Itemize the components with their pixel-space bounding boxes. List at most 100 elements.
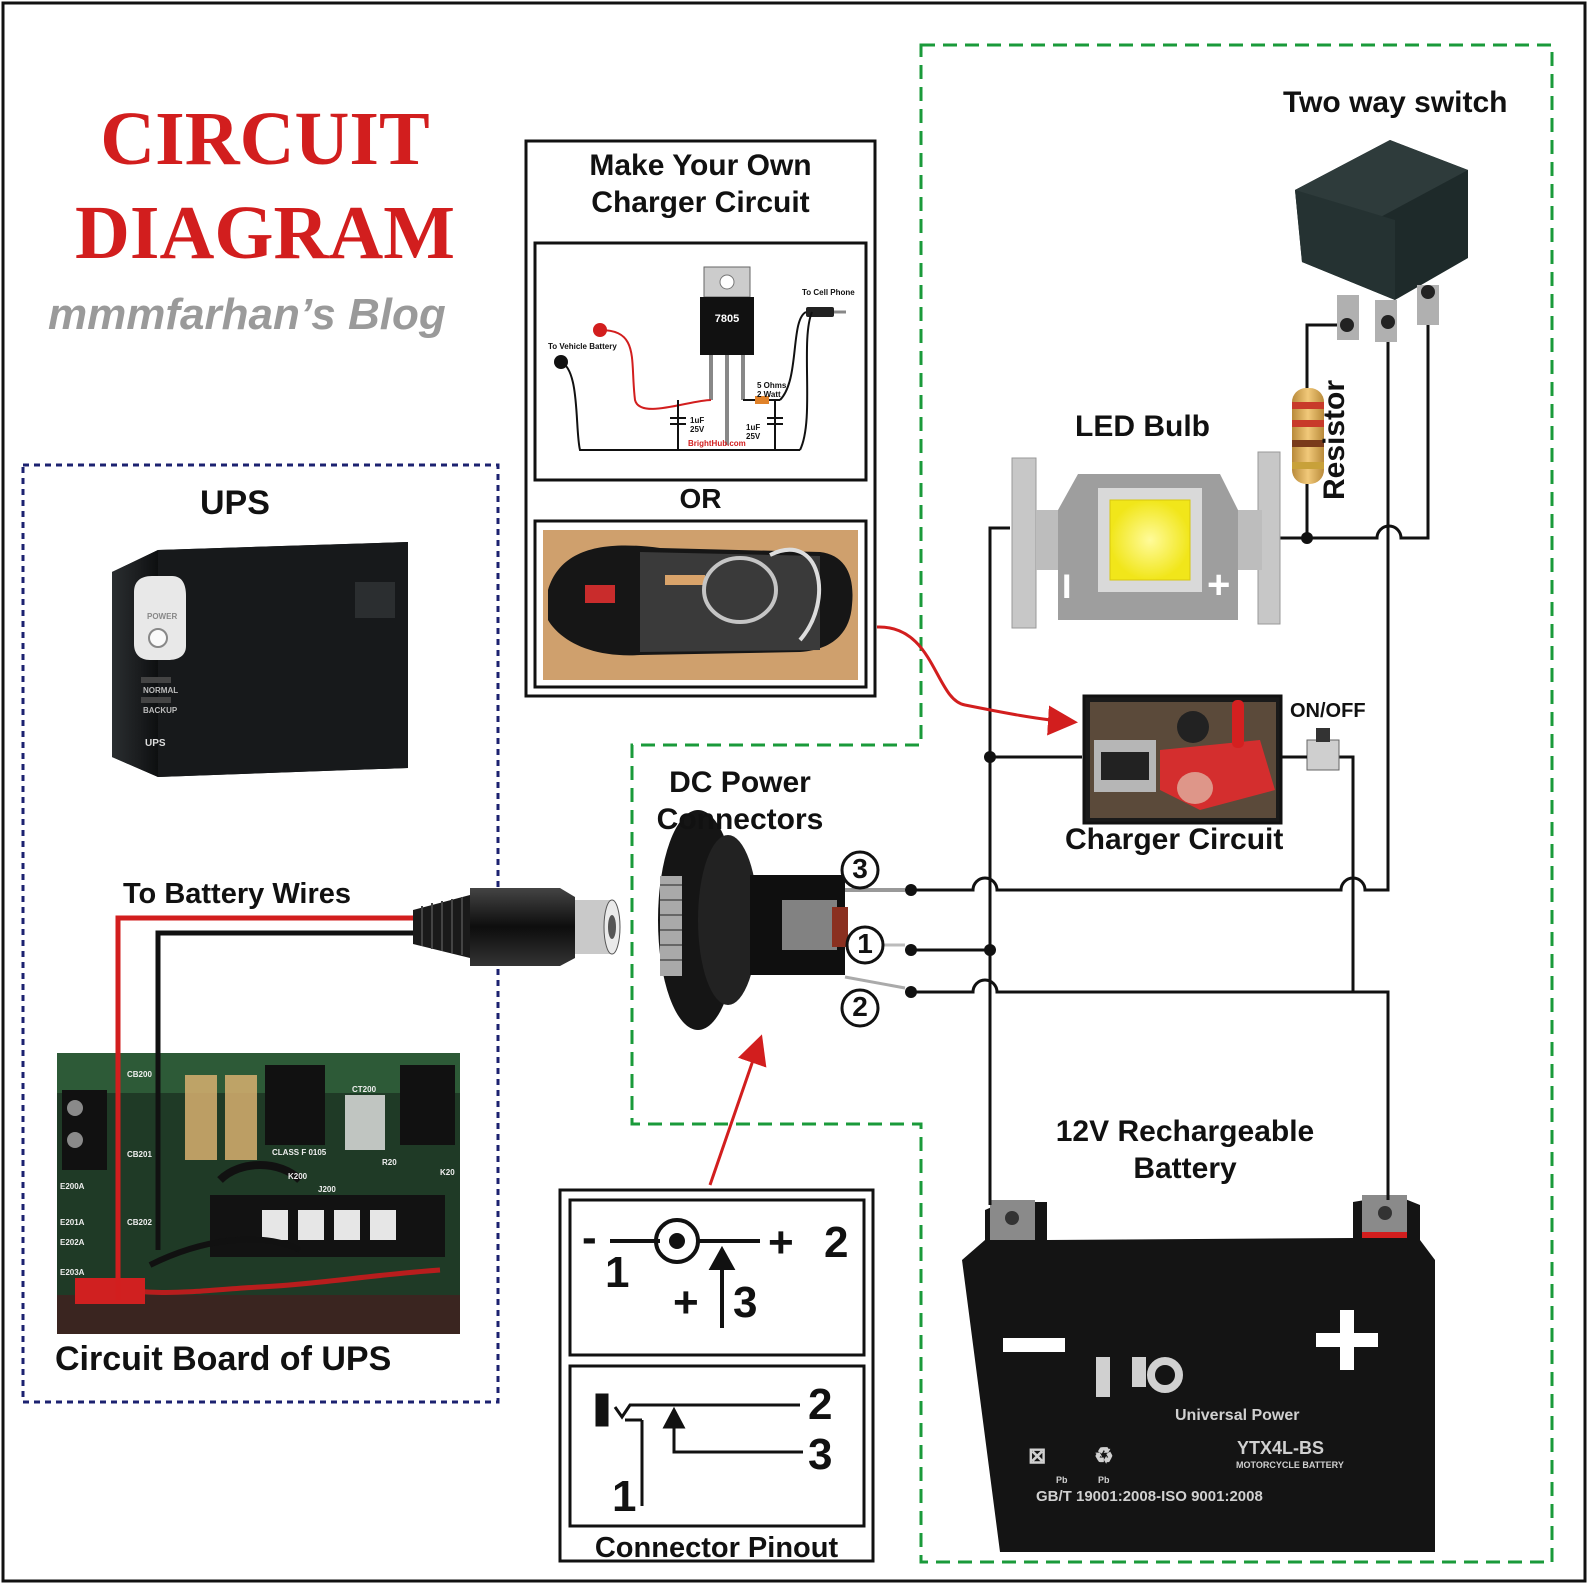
battery-wire-red (115, 915, 413, 1300)
resistor-label: Resistor (1318, 379, 1351, 501)
battery-type: MOTORCYCLE BATTERY (1236, 1460, 1344, 1470)
led-plus-label: + (1207, 563, 1231, 607)
arrow-to-charger (876, 625, 1078, 736)
board-text-class: CLASS F 0105 (272, 1148, 327, 1157)
wire-pin2 (911, 978, 1390, 1200)
battery-wires-label: To Battery Wires (123, 878, 352, 910)
recycle-icon: ♻ (1094, 1443, 1114, 1468)
pinout-label: Connector Pinout (594, 1532, 839, 1564)
led-bulb-label: LED Bulb (1075, 410, 1210, 443)
pinout-bottom-3: 3 (808, 1430, 833, 1479)
pinout-top-symbol (610, 1218, 760, 1328)
board-text-ct200: CT200 (352, 1085, 377, 1094)
board-text-j200: J200 (318, 1185, 336, 1194)
charger-circuit-image (1082, 694, 1283, 825)
pin-2-circle (840, 988, 880, 1028)
cap2-value: 1uF (746, 423, 761, 432)
wiring (911, 292, 1430, 1200)
pin-circles (840, 850, 885, 1028)
resistor-ohms: 5 Ohms (757, 381, 787, 390)
pinout-bottom-symbol (595, 1393, 803, 1506)
cap1-voltage: 25V (690, 425, 705, 434)
wire-led-switch (1272, 292, 1430, 540)
pinout-top-3: 3 (733, 1278, 758, 1327)
battery-label-1: 12V Rechargeable (1055, 1115, 1315, 1148)
battery-standard: GB/T 19001:2008-ISO 9001:2008 (1036, 1488, 1263, 1505)
wire-resistor-top (1305, 323, 1347, 392)
resistor-watt: 2 Watt (757, 390, 781, 399)
pinout-top-1: 1 (605, 1248, 630, 1297)
dc-power-label-2: Connectors (656, 803, 824, 836)
battery-wire-black (155, 930, 413, 1250)
onoff-switch-image (1280, 728, 1340, 771)
board-text-k200: K200 (288, 1172, 308, 1181)
board-text-e200a: E200A (60, 1182, 85, 1191)
switch-label: Two way switch (1283, 86, 1508, 119)
board-text-e201a: E201A (60, 1218, 85, 1227)
ups-image (112, 542, 408, 777)
ups-label: UPS (200, 484, 270, 522)
charger-circuit-label: Charger Circuit (1065, 823, 1284, 856)
ups-board-label: Circuit Board of UPS (55, 1340, 392, 1378)
ups-power-text: POWER (147, 612, 178, 621)
pinout-top-2: 2 (824, 1218, 849, 1267)
ups-normal-text: NORMAL (143, 686, 179, 695)
blog-subtitle: mmmfarhan’s Blog (48, 290, 446, 339)
pin-2-label: 2 (852, 991, 868, 1022)
battery-brand: Universal Power (1175, 1407, 1300, 1424)
charger-photo (543, 530, 858, 680)
battery-image (962, 1195, 1435, 1552)
junctions (905, 532, 1313, 998)
charger-box-title-2: Charger Circuit (591, 186, 810, 219)
cap2-voltage: 25V (746, 432, 761, 441)
board-text-k20: K20 (440, 1168, 455, 1177)
pinout-top-frame (568, 1198, 866, 1357)
pinout-bottom-2: 2 (808, 1380, 833, 1429)
charger-box-title-1: Make Your Own (589, 149, 812, 182)
two-way-switch-image (1295, 140, 1468, 342)
pin-3-circle (840, 850, 880, 890)
arrow-to-connector (708, 1034, 767, 1186)
ups-logo-text: UPS (145, 738, 166, 749)
board-text-e203a: E203A (60, 1268, 85, 1277)
wire-pin3 (911, 322, 1390, 892)
board-text-e202a: E202A (60, 1238, 85, 1247)
ups-board-image (57, 1053, 460, 1334)
board-text-cb201: CB201 (127, 1150, 152, 1159)
pin-1-circle (845, 925, 885, 965)
title-line-2: DIAGRAM (75, 191, 455, 275)
ups-backup-text: BACKUP (143, 706, 178, 715)
pinout-bottom-1: 1 (612, 1472, 637, 1521)
pinout-bottom-frame (568, 1364, 866, 1528)
pinout-top-plus-bottom: + (673, 1278, 699, 1327)
board-text-cb202: CB202 (127, 1218, 152, 1227)
mini-schematic (554, 266, 846, 451)
pinout-top-plus-right: + (768, 1218, 794, 1267)
dc-socket-image (658, 810, 906, 1030)
onoff-label: ON/OFF (1290, 700, 1366, 722)
led-minus-label: I (1062, 568, 1072, 606)
ups-dashed-boundary (21, 463, 500, 1404)
wire-negative-rail (988, 526, 1010, 1196)
battery-model: YTX4L-BS (1237, 1438, 1325, 1458)
resistor-image (1292, 388, 1324, 484)
to-vehicle-label: To Vehicle Battery (548, 342, 617, 351)
regulator-7805-body (700, 297, 754, 355)
pin-1-label: 1 (857, 928, 873, 959)
title-line-1: CIRCUIT (100, 97, 430, 181)
battery-pb-2: Pb (1098, 1475, 1110, 1485)
dc-barrel-plug (413, 888, 621, 966)
battery-pb-1: Pb (1056, 1475, 1068, 1485)
pin-3-label: 3 (852, 853, 868, 884)
dc-power-label-1: DC Power (669, 766, 811, 799)
cap1-value: 1uF (690, 416, 705, 425)
board-text-cb200: CB200 (127, 1070, 152, 1079)
schematic-credit: BrightHub.com (688, 439, 746, 448)
or-label: OR (679, 483, 722, 514)
wire-charger-switch (1280, 755, 1355, 992)
board-text-r20: R20 (382, 1158, 397, 1167)
pinout-top-minus: - (582, 1213, 597, 1262)
